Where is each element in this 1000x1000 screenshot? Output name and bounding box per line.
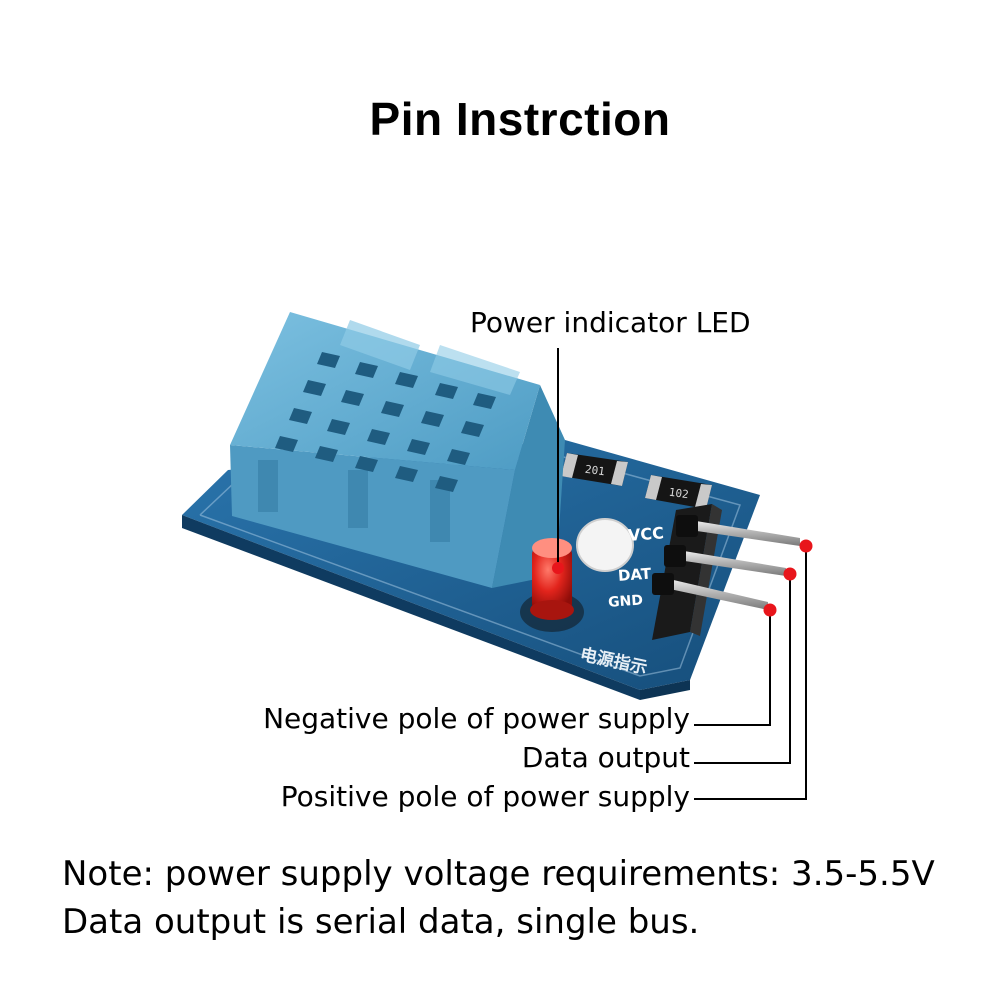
silk-dat: DAT (617, 564, 652, 584)
data-marker-dot (783, 567, 797, 581)
silk-vcc: VCC (627, 523, 664, 544)
sensor-grid (275, 352, 496, 492)
data-output-label: Data output (521, 741, 690, 774)
note-line-data: Data output is serial data, single bus. (62, 902, 700, 942)
gnd-marker-dot (763, 603, 777, 617)
note-block: Note: power supply voltage requirements:… (62, 850, 935, 946)
data-callout-line (694, 574, 791, 764)
power-led (520, 538, 584, 632)
negative-pole-label: Negative pole of power supply (263, 702, 690, 735)
resistor-201: 201 (561, 453, 628, 486)
mounting-hole (576, 518, 634, 572)
callout-lines (557, 348, 807, 800)
led-marker-dot (552, 562, 564, 574)
page-title: Pin Instrction (369, 93, 671, 145)
negative-callout-line (694, 610, 771, 726)
callout-dots (552, 539, 813, 617)
resistor-2-code: 102 (668, 486, 689, 502)
positive-callout-line (694, 546, 807, 800)
led-label: Power indicator LED (470, 306, 751, 339)
pin-header (652, 504, 800, 640)
silk-gnd: GND (608, 592, 644, 610)
positive-pole-label: Positive pole of power supply (280, 780, 690, 813)
resistor-1-code: 201 (584, 463, 605, 479)
note-line-voltage: Note: power supply voltage requirements:… (62, 854, 935, 894)
vcc-marker-dot (799, 539, 813, 553)
resistor-102: 102 (645, 475, 712, 509)
